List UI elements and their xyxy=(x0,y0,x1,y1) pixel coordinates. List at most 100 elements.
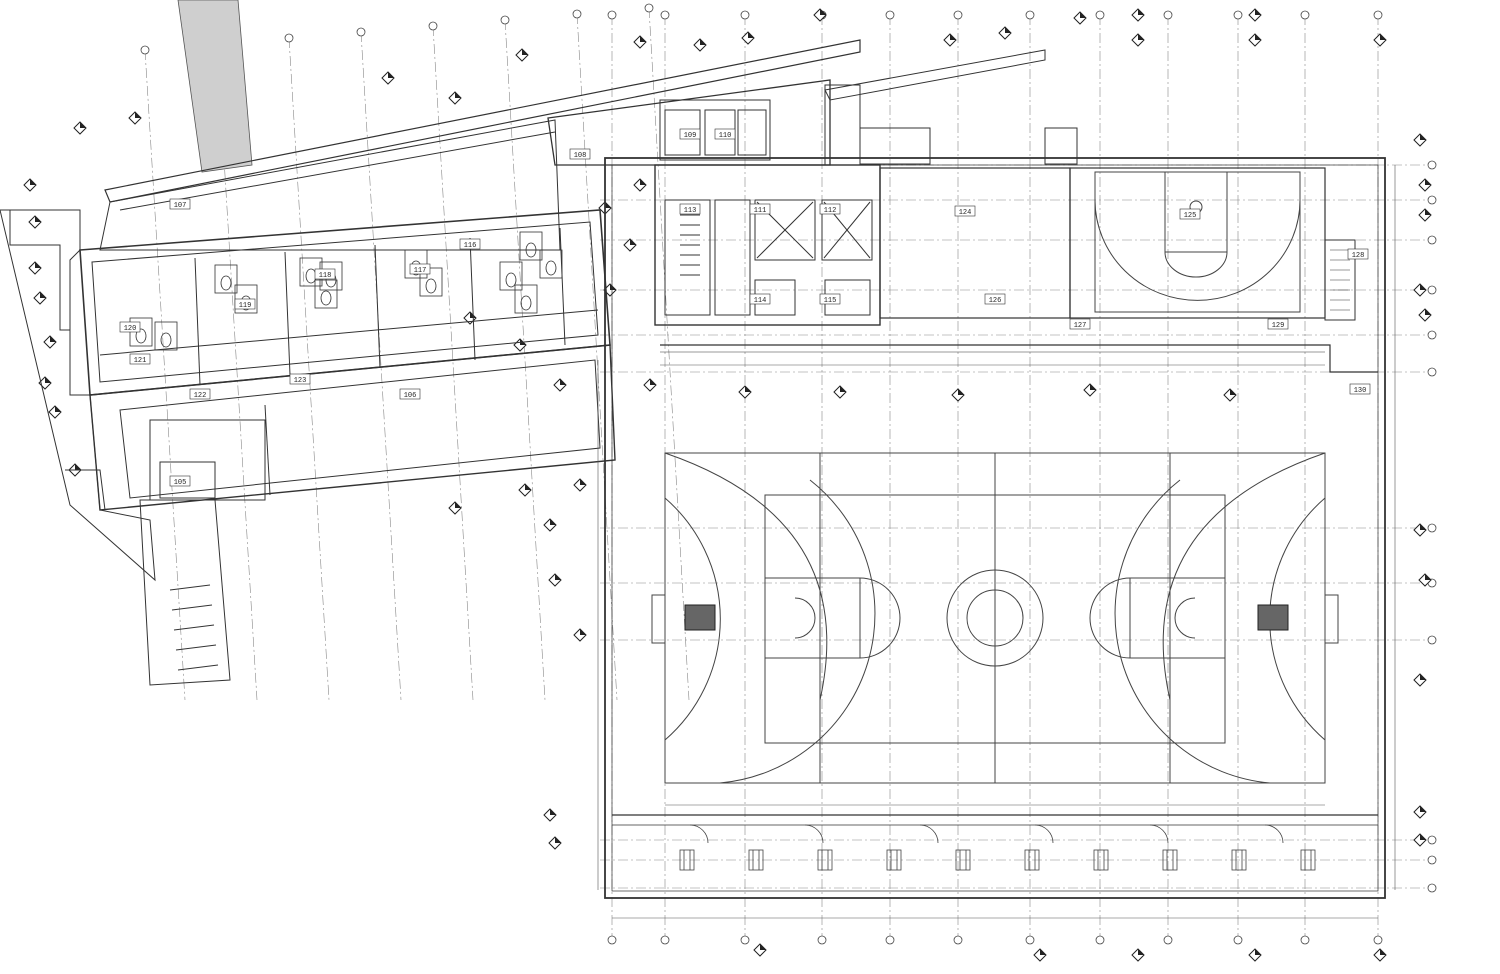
toilet-icon xyxy=(525,242,537,258)
svg-text:110: 110 xyxy=(719,132,732,140)
svg-text:129: 129 xyxy=(1272,322,1285,330)
door-swing xyxy=(919,824,939,844)
section-marker-icon xyxy=(23,178,37,192)
section-marker-icon xyxy=(543,808,557,822)
storage-bay xyxy=(679,849,695,871)
grid-bubble xyxy=(1300,10,1310,20)
section-marker-icon xyxy=(753,943,767,957)
storage-bay xyxy=(1231,849,1247,871)
grid-line-skewed xyxy=(576,13,618,701)
svg-text:123: 123 xyxy=(294,377,307,385)
grid-bubble xyxy=(572,9,582,19)
section-marker-icon xyxy=(1413,673,1427,687)
grid-line-skewed xyxy=(648,7,690,701)
wc-cubicle xyxy=(314,279,338,309)
room-tag-112: 112 xyxy=(819,203,841,215)
storage-bay xyxy=(817,849,833,871)
svg-text:130: 130 xyxy=(1354,387,1367,395)
room-tag-115: 115 xyxy=(819,293,841,305)
section-marker-icon xyxy=(1373,948,1387,962)
svg-text:124: 124 xyxy=(959,209,972,217)
grid-bubble xyxy=(1233,935,1243,945)
grid-bubble xyxy=(1427,835,1437,845)
toilet-icon xyxy=(505,272,517,288)
toilet-icon xyxy=(425,278,437,294)
grid-bubble xyxy=(428,21,438,31)
grid-bubble xyxy=(953,10,963,20)
section-marker-icon xyxy=(1413,283,1427,297)
section-marker-icon xyxy=(1131,948,1145,962)
grid-bubble xyxy=(953,935,963,945)
section-marker-icon xyxy=(1418,208,1432,222)
grid-line-skewed xyxy=(144,49,186,701)
section-marker-icon xyxy=(43,335,57,349)
section-marker-icon xyxy=(28,215,42,229)
section-marker-icon xyxy=(1413,523,1427,537)
section-marker-icon xyxy=(633,35,647,49)
room-tag-110: 110 xyxy=(714,128,736,140)
storage-bay xyxy=(748,849,764,871)
svg-text:128: 128 xyxy=(1352,252,1365,260)
svg-text:118: 118 xyxy=(319,272,332,280)
section-marker-icon xyxy=(1033,948,1047,962)
section-marker-icon xyxy=(998,26,1012,40)
grid-bubble xyxy=(607,935,617,945)
section-marker-icon xyxy=(693,38,707,52)
svg-text:109: 109 xyxy=(684,132,697,140)
door-swing xyxy=(1149,824,1169,844)
section-marker-icon xyxy=(548,573,562,587)
room-tag-130: 130 xyxy=(1349,383,1371,395)
svg-text:105: 105 xyxy=(174,479,187,487)
grid-bubble xyxy=(1373,10,1383,20)
training-court xyxy=(1094,171,1301,313)
room-tag-123: 123 xyxy=(289,373,311,385)
section-marker-icon xyxy=(1248,33,1262,47)
section-marker-icon xyxy=(1248,8,1262,22)
grid-bubble xyxy=(1095,10,1105,20)
room-tag-109: 109 xyxy=(679,128,701,140)
room-tag-118: 118 xyxy=(314,268,336,280)
svg-text:112: 112 xyxy=(824,207,837,215)
section-marker-icon xyxy=(813,8,827,22)
grid-bubble xyxy=(1427,160,1437,170)
svg-text:108: 108 xyxy=(574,152,587,160)
section-marker-icon xyxy=(28,261,42,275)
room-tag-105: 105 xyxy=(169,475,191,487)
section-marker-icon xyxy=(738,385,752,399)
section-marker-icon xyxy=(951,388,965,402)
left-wing-sanitary-fixtures xyxy=(129,231,563,351)
room-tag-116: 116 xyxy=(459,238,481,250)
room-tag-129: 129 xyxy=(1267,318,1289,330)
svg-text:121: 121 xyxy=(134,357,147,365)
section-marker-icon xyxy=(573,478,587,492)
section-marker-icon xyxy=(1413,833,1427,847)
section-marker-icon xyxy=(448,501,462,515)
grid-bubble xyxy=(1025,935,1035,945)
door-swing xyxy=(1264,824,1284,844)
door-swing xyxy=(1034,824,1054,844)
storage-bay xyxy=(1162,849,1178,871)
toilet-icon xyxy=(160,332,172,348)
grid-bubble xyxy=(500,15,510,25)
section-marker-icon xyxy=(833,385,847,399)
main-court xyxy=(651,452,1339,784)
section-marker-icon xyxy=(1131,33,1145,47)
svg-text:122: 122 xyxy=(194,392,207,400)
grid-markers xyxy=(23,3,1437,962)
grid-bubble xyxy=(284,33,294,43)
grid-bubble xyxy=(1427,855,1437,865)
storage-bay xyxy=(1300,849,1316,871)
section-marker-icon xyxy=(128,111,142,125)
grid-bubble xyxy=(660,10,670,20)
toilet-icon xyxy=(220,275,232,291)
grid-bubble xyxy=(1163,935,1173,945)
grid-bubble xyxy=(1427,635,1437,645)
grid-bubble xyxy=(740,935,750,945)
storage-bay xyxy=(1024,849,1040,871)
room-tag-111: 111 xyxy=(749,203,771,215)
grid-bubble xyxy=(660,935,670,945)
toilet-icon xyxy=(135,328,147,344)
grid-bubble xyxy=(1025,10,1035,20)
svg-text:115: 115 xyxy=(824,297,837,305)
wc-cubicle xyxy=(499,261,523,291)
